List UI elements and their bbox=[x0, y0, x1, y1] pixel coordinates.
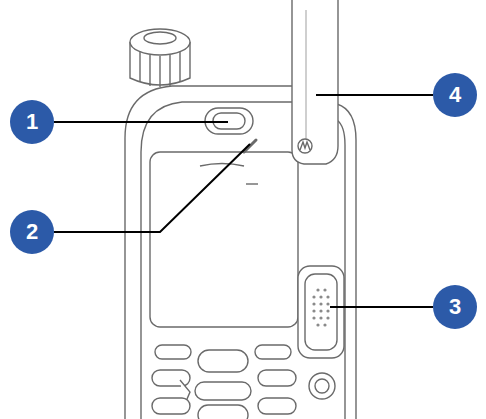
dot bbox=[316, 323, 319, 326]
dot bbox=[312, 309, 315, 312]
dot bbox=[319, 316, 322, 319]
key bbox=[255, 345, 291, 359]
led-indicator bbox=[244, 140, 256, 152]
speaker-dots bbox=[312, 288, 329, 326]
dot bbox=[319, 302, 322, 305]
display-screen bbox=[150, 152, 298, 327]
volume-knob bbox=[130, 29, 190, 87]
nav-key bbox=[198, 350, 248, 372]
leader-line bbox=[54, 144, 250, 232]
dot bbox=[312, 316, 315, 319]
logo-mark bbox=[300, 142, 310, 150]
side-port-inner bbox=[315, 379, 329, 393]
dot bbox=[316, 288, 319, 291]
body-outline-right bbox=[337, 104, 356, 419]
callout-number: 1 bbox=[10, 100, 54, 144]
key bbox=[152, 370, 190, 386]
earpiece-slot bbox=[200, 164, 244, 167]
dot bbox=[319, 295, 322, 298]
key bbox=[258, 398, 296, 414]
key bbox=[155, 345, 191, 359]
knob-top bbox=[130, 29, 190, 55]
antenna-highlight bbox=[305, 10, 306, 140]
dot bbox=[326, 295, 329, 298]
dot bbox=[323, 288, 326, 291]
leader-line bbox=[330, 306, 433, 308]
earpiece-slot bbox=[246, 183, 258, 184]
dot bbox=[312, 302, 315, 305]
dot bbox=[323, 323, 326, 326]
leader-line bbox=[54, 121, 228, 123]
ptt-button bbox=[298, 266, 344, 358]
side-port bbox=[309, 373, 335, 399]
key bbox=[198, 405, 248, 419]
callout-circle bbox=[433, 285, 477, 329]
knob-ridges bbox=[140, 52, 180, 87]
ptt-outer bbox=[298, 266, 344, 358]
key bbox=[152, 398, 190, 414]
callout-number: 2 bbox=[10, 210, 54, 254]
dot bbox=[326, 316, 329, 319]
leader-line bbox=[316, 94, 433, 96]
key bbox=[258, 370, 296, 386]
callout-number: 4 bbox=[433, 73, 477, 117]
callout-circle bbox=[10, 210, 54, 254]
antenna bbox=[292, 0, 338, 164]
leader-lines bbox=[54, 95, 433, 307]
keypad bbox=[152, 345, 335, 419]
dot bbox=[326, 302, 329, 305]
callout-circle bbox=[10, 100, 54, 144]
antenna-body bbox=[292, 0, 338, 164]
ptt-inner bbox=[305, 274, 337, 350]
dot bbox=[312, 295, 315, 298]
key bbox=[195, 382, 251, 400]
dot bbox=[319, 309, 322, 312]
knob-cap bbox=[144, 32, 176, 44]
logo-mark bbox=[298, 139, 312, 153]
callout-number: 3 bbox=[433, 285, 477, 329]
callout-circles bbox=[10, 73, 477, 329]
callout-circle bbox=[433, 73, 477, 117]
dot bbox=[326, 309, 329, 312]
